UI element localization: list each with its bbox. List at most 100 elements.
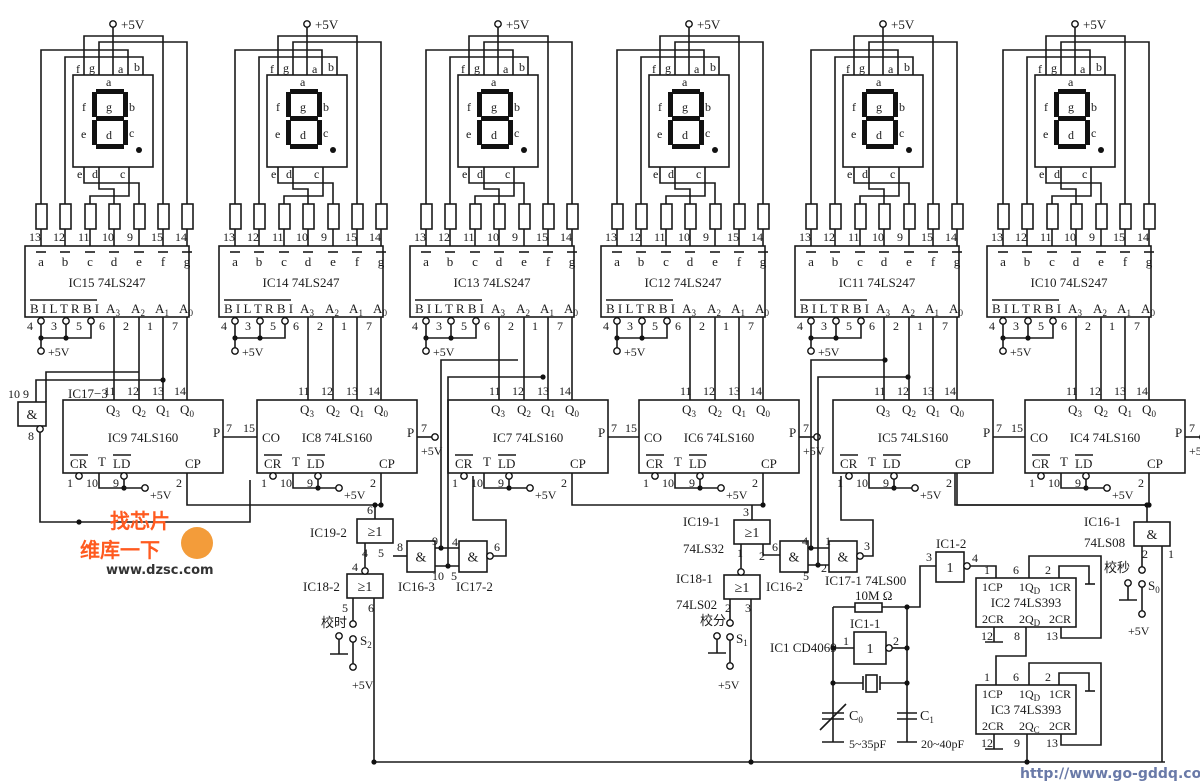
pin-number: 6 [99,319,105,333]
resistor [997,203,1010,230]
junction-dot [904,604,910,610]
terminal [37,317,45,325]
pin-number: 1 [917,319,923,333]
pin-number: 10 [872,230,884,244]
pin-number: 5 [652,319,658,333]
wire [468,35,549,204]
decoder-control-labels: B I L T R B I [30,301,99,316]
supply-label: +5V [315,17,339,32]
supply-label: +5V [1010,345,1032,359]
pin-number: 3 [627,319,633,333]
pin-number: 2 [893,319,899,333]
pin-label-b: b [134,60,140,74]
seg-label-f: f [1044,100,1048,114]
resistor [854,203,867,230]
pin-label-e: e [77,167,82,181]
gate-ic17-1-symbol: & [838,551,849,566]
counter-output-label: Q3 [300,402,314,419]
decoder-name: IC14 74LS247 [263,275,340,290]
wire [1058,565,1090,584]
seg-label-e: e [851,127,856,141]
wire [859,167,900,204]
pin-number: 4 [797,319,803,333]
pin-number: 2 [370,476,376,490]
ld-label: LD [1075,456,1092,471]
pin-number: 14 [560,230,572,244]
seg-label-d: d [682,128,688,142]
co-label: CO [644,430,662,445]
segment-c [508,120,513,145]
wire [840,476,874,557]
terminal [1103,484,1111,492]
pin-number: 10 [471,476,483,490]
supply-label: +5V [697,17,721,32]
terminal [651,472,659,480]
terminal [335,484,343,492]
resistor [542,203,555,230]
terminal [890,472,898,480]
terminal [638,317,646,325]
terminal [120,472,128,480]
pin-label-e: e [653,167,658,181]
resistor [181,203,194,230]
pin-number: 9 [1075,476,1081,490]
pin-number: 1 [1168,547,1174,561]
a3-label: A3 [876,301,890,318]
segment-g [866,116,894,121]
pin-number: 9 [1089,230,1095,244]
segment-b [893,92,898,117]
segment-e [286,120,291,145]
segment-e [1054,120,1059,145]
counter-output-label: Q0 [756,402,770,419]
pin-number: 11 [272,230,284,244]
wire [449,56,529,204]
wire [483,167,500,204]
pin-number: 4 [27,319,33,333]
segment-c [699,120,704,145]
pin-number: 14 [175,230,187,244]
pin-label-f: f [461,62,465,76]
ld-label: LD [498,456,515,471]
supply-label: +5V [803,444,825,458]
gate-label: IC1-2 [936,536,966,551]
decoder-output-label: e [136,254,142,269]
t-label: T [1060,454,1068,469]
terminal [281,317,289,325]
pin-label-a: a [312,62,318,76]
pin-number: 2 [759,549,765,563]
seg-label-a: a [491,75,497,89]
wire [970,565,997,578]
wire [868,167,885,204]
counter-name: IC8 74LS160 [302,430,372,445]
decoder-output-label: g [569,254,576,269]
a2-label: A2 [901,301,915,318]
pin-number: 2 [317,319,323,333]
pin-label-f: f [846,62,850,76]
resistor [733,203,746,230]
decoder-output-label: d [111,254,118,269]
switch-s1: S1 [736,631,748,648]
pin-number: 10 [8,387,20,401]
pin-number: 10 [662,476,674,490]
p-label: P [598,425,605,440]
terminal [832,317,840,325]
segment-b [1085,92,1090,117]
supply-label: +5V [1112,488,1134,502]
pin-number: 1 [67,476,73,490]
counter-output-label: Q2 [1094,402,1108,419]
cr-label: CR [1032,456,1050,471]
pin-label-a: a [888,62,894,76]
pin-label-c: c [1082,167,1087,181]
decimal-point [712,147,718,153]
segment-a [866,89,894,94]
mascot-icon [181,527,213,559]
pin-number: 13 [991,230,1003,244]
pin-number: 6 [367,503,373,517]
pin-number: 6 [869,319,875,333]
wire [1058,672,1090,691]
seg-label-g: g [106,100,112,114]
decoder-output-label: d [881,254,888,269]
seg-label-g: g [491,100,497,114]
pin-number: 10 [678,230,690,244]
